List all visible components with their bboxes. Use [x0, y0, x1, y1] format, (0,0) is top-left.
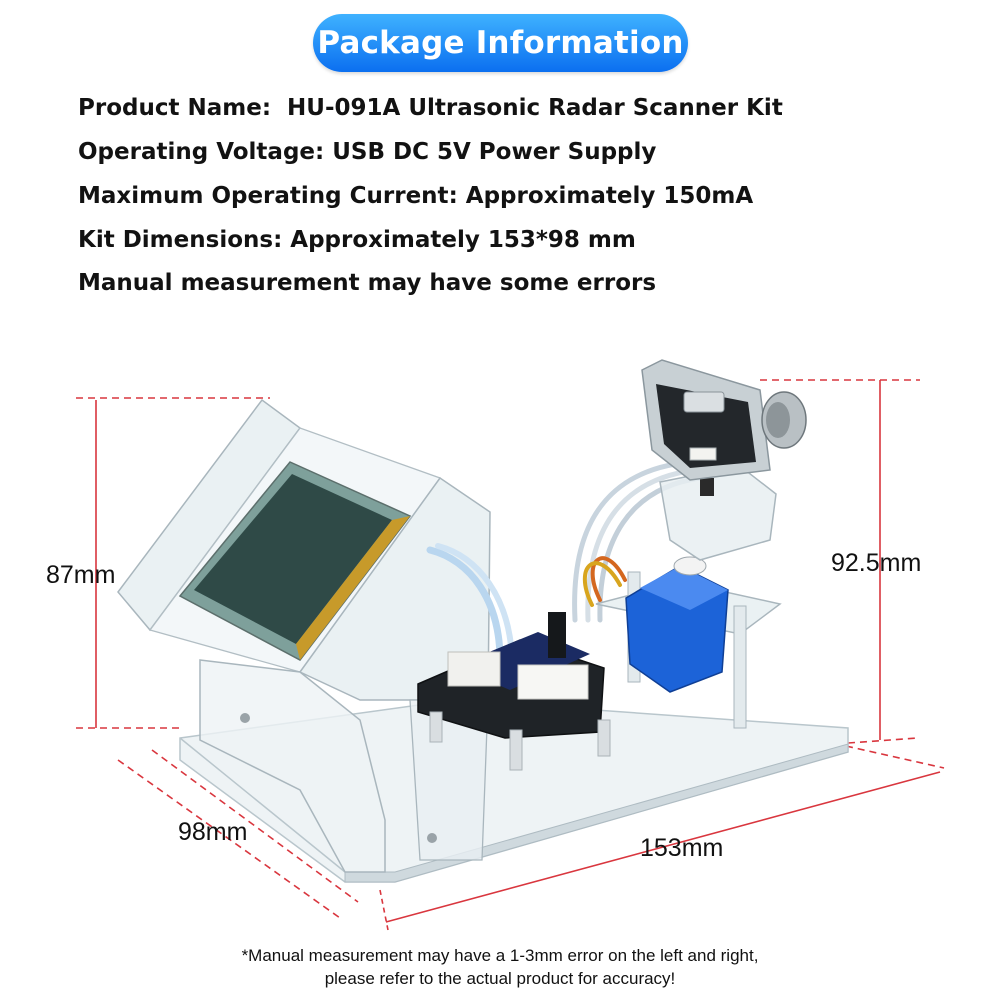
- spec-label: Operating Voltage: [78, 139, 332, 165]
- footnote-line-2: please refer to the actual product for a…: [324, 969, 676, 988]
- dimension-height-right: 92.5mm: [831, 549, 922, 577]
- spec-label: Maximum Operating Current: [78, 183, 466, 209]
- spec-label: Product Name: [78, 95, 287, 121]
- spec-label: Kit Dimensions: [78, 227, 290, 253]
- servo-motor: [625, 556, 729, 693]
- spec-product-name: Product NameHU-091A Ultrasonic Radar Sca…: [78, 95, 783, 121]
- sensor-bracket: [659, 465, 777, 561]
- dimension-depth: 98mm: [178, 818, 248, 846]
- tft-display: [178, 461, 412, 661]
- spec-value: Approximately 150mA: [465, 183, 754, 209]
- spec-kit-dimensions: Kit DimensionsApproximately 153*98 mm: [78, 227, 636, 253]
- spec-max-current: Maximum Operating CurrentApproximately 1…: [78, 183, 753, 209]
- dimension-height-left: 87mm: [46, 561, 116, 589]
- dimension-lines: [76, 379, 945, 931]
- ultrasonic-sensor: [641, 359, 807, 481]
- spec-operating-voltage: Operating VoltageUSB DC 5V Power Supply: [78, 139, 656, 165]
- controller-board: [417, 612, 611, 771]
- spec-value: HU-091A Ultrasonic Radar Scanner Kit: [287, 95, 783, 121]
- spec-value: Approximately 153*98 mm: [290, 227, 636, 253]
- measurement-note: Manual measurement may have some errors: [78, 270, 657, 296]
- accuracy-footnote: *Manual measurement may have a 1-3mm err…: [0, 944, 1000, 990]
- package-info-title: Package Information: [313, 14, 688, 72]
- footnote-line-1: *Manual measurement may have a 1-3mm err…: [241, 946, 759, 965]
- dimension-width: 153mm: [640, 834, 724, 862]
- spec-value: USB DC 5V Power Supply: [332, 139, 657, 165]
